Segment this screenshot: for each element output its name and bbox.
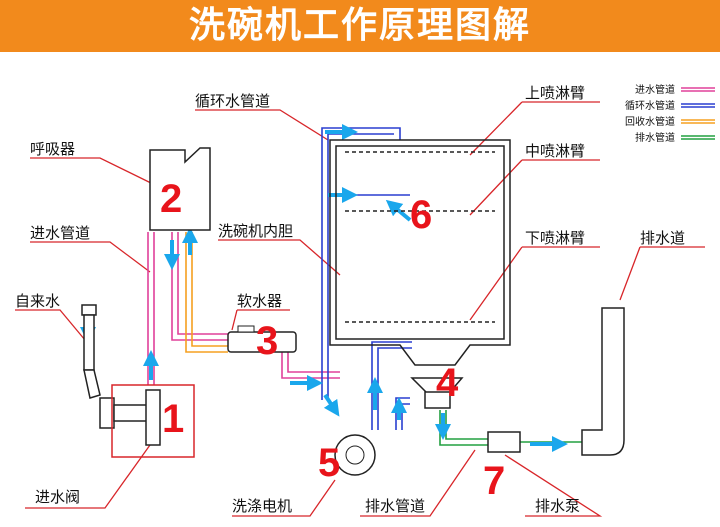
drain-sump	[410, 377, 464, 409]
label-inlet-valve: 进水阀	[35, 488, 80, 506]
label-drain-pump: 排水泵	[535, 497, 580, 515]
label-softener: 软水器	[237, 292, 282, 310]
breather	[149, 147, 211, 231]
label-breather: 呼吸器	[30, 140, 75, 158]
inlet-valve	[81, 304, 195, 458]
label-lower-arm: 下喷淋臂	[525, 229, 585, 247]
number-3: 3	[256, 319, 278, 363]
label-inlet-pipe: 进水管道	[30, 224, 90, 242]
label-drain: 排水道	[640, 229, 685, 247]
label-upper-arm: 上喷淋臂	[525, 84, 585, 102]
label-drain-pipe: 排水管道	[365, 497, 425, 515]
label-circulation-pipe: 循环水管道	[195, 92, 270, 110]
softener	[227, 331, 297, 353]
label-wash-motor: 洗涤电机	[232, 497, 292, 515]
drain-pump	[487, 431, 521, 453]
number-2: 2	[160, 177, 182, 221]
label-middle-arm: 中喷淋臂	[525, 142, 585, 160]
number-6: 6	[410, 193, 432, 237]
number-4: 4	[436, 361, 459, 405]
legend-label: 排水管道	[635, 131, 675, 144]
leader-lines	[15, 101, 705, 517]
number-7: 7	[483, 459, 505, 503]
legend-label: 回收水管道	[625, 115, 675, 128]
wash-motor	[334, 434, 376, 476]
page-title: 洗碗机工作原理图解	[0, 0, 720, 52]
drain-outlet	[581, 307, 625, 456]
label-inner-tank: 洗碗机内胆	[218, 222, 293, 240]
number-1: 1	[162, 397, 184, 441]
label-tap-water: 自来水	[15, 292, 60, 310]
legend-label: 进水管道	[635, 83, 675, 96]
number-5: 5	[318, 441, 340, 485]
inner-tank	[329, 139, 511, 366]
legend-label: 循环水管道	[625, 99, 675, 112]
legend: 进水管道 循环水管道 回收水管道 排水管道	[625, 83, 715, 144]
